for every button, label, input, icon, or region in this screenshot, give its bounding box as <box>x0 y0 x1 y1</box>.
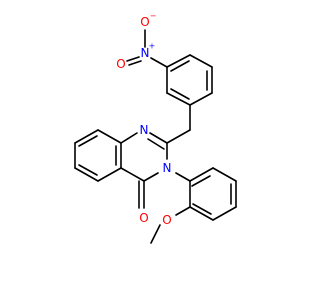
bond <box>120 167 145 182</box>
bond <box>189 92 213 106</box>
nitro-nitrogen: N <box>141 46 150 60</box>
bond <box>166 54 191 68</box>
nitro-oxygen-left: O <box>116 57 125 71</box>
molecule-diagram: O − N + O N N O O <box>74 11 237 244</box>
benzyl-linker <box>166 104 191 144</box>
fused-benzene-ring <box>74 129 122 182</box>
structure-svg: O − N + O N N O O <box>74 12 237 244</box>
bond <box>147 138 165 150</box>
bond <box>78 135 98 147</box>
bond <box>97 129 122 144</box>
bond <box>175 206 191 216</box>
nitro-nitrogen-charge: + <box>149 42 156 51</box>
bond <box>175 172 191 182</box>
nitro-oxygen-charge: − <box>150 12 157 21</box>
bond <box>120 132 138 144</box>
bond <box>128 60 142 66</box>
bond <box>212 167 237 182</box>
bond <box>170 60 190 72</box>
nitrophenyl-ring <box>166 54 213 106</box>
methoxy-group <box>150 206 191 244</box>
bond <box>149 132 168 144</box>
bond <box>126 56 140 62</box>
bond <box>189 206 214 221</box>
bond <box>97 167 122 182</box>
bond <box>166 92 191 106</box>
ring-nitrogen-1: N <box>140 123 149 137</box>
bond <box>166 129 191 144</box>
bond <box>189 54 213 68</box>
bond <box>143 172 159 182</box>
nitro-oxygen-top: O <box>140 15 149 29</box>
bond <box>189 167 214 182</box>
bond <box>192 203 212 215</box>
atom-labels: O − N + O N N O O <box>116 12 171 228</box>
bond <box>78 164 98 176</box>
bond <box>74 129 99 144</box>
bond <box>170 88 190 100</box>
bond <box>150 224 161 244</box>
methoxyphenyl-ring <box>175 167 237 221</box>
bond <box>74 167 99 182</box>
nitro-group <box>126 29 168 68</box>
bond <box>191 175 211 187</box>
carbonyl-oxygen: O <box>139 211 148 225</box>
bond <box>150 57 168 68</box>
methoxy-oxygen: O <box>162 213 171 227</box>
pyrimidinone-ring <box>120 132 168 209</box>
ring-nitrogen-3: N <box>163 161 172 175</box>
bond <box>212 206 237 221</box>
